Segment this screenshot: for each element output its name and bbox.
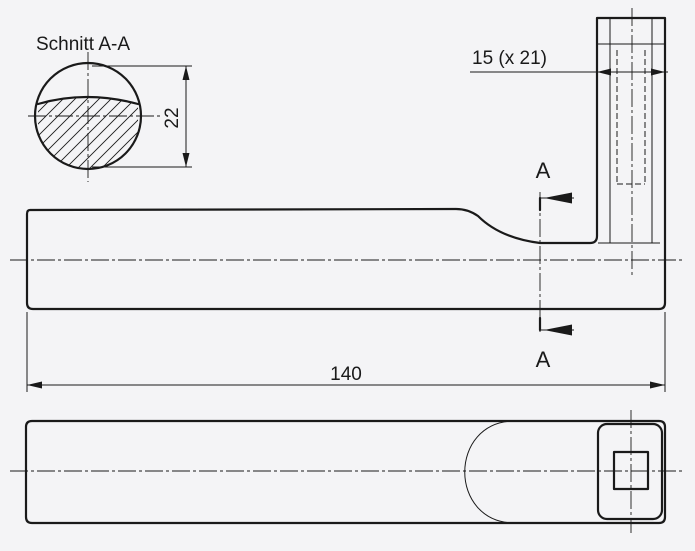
section-view: Schnitt A-A xyxy=(28,34,192,182)
handle-outline xyxy=(25,16,667,311)
section-flat xyxy=(36,95,140,106)
hub-square xyxy=(596,422,664,521)
section-mark-bottom: A xyxy=(536,347,551,372)
top-view xyxy=(10,410,685,533)
front-view: A A 15 (x 21) xyxy=(10,8,685,372)
section-hatching xyxy=(38,97,138,169)
top-view-outline xyxy=(24,419,667,525)
section-mark-top: A xyxy=(536,158,551,183)
square-bore-dimension: 15 (x 21) xyxy=(472,48,547,69)
section-height-label: 22 xyxy=(162,107,183,128)
overall-length-label: 140 xyxy=(330,364,362,385)
length-dimension: 140 xyxy=(26,312,666,392)
section-title: Schnitt A-A xyxy=(36,34,130,55)
